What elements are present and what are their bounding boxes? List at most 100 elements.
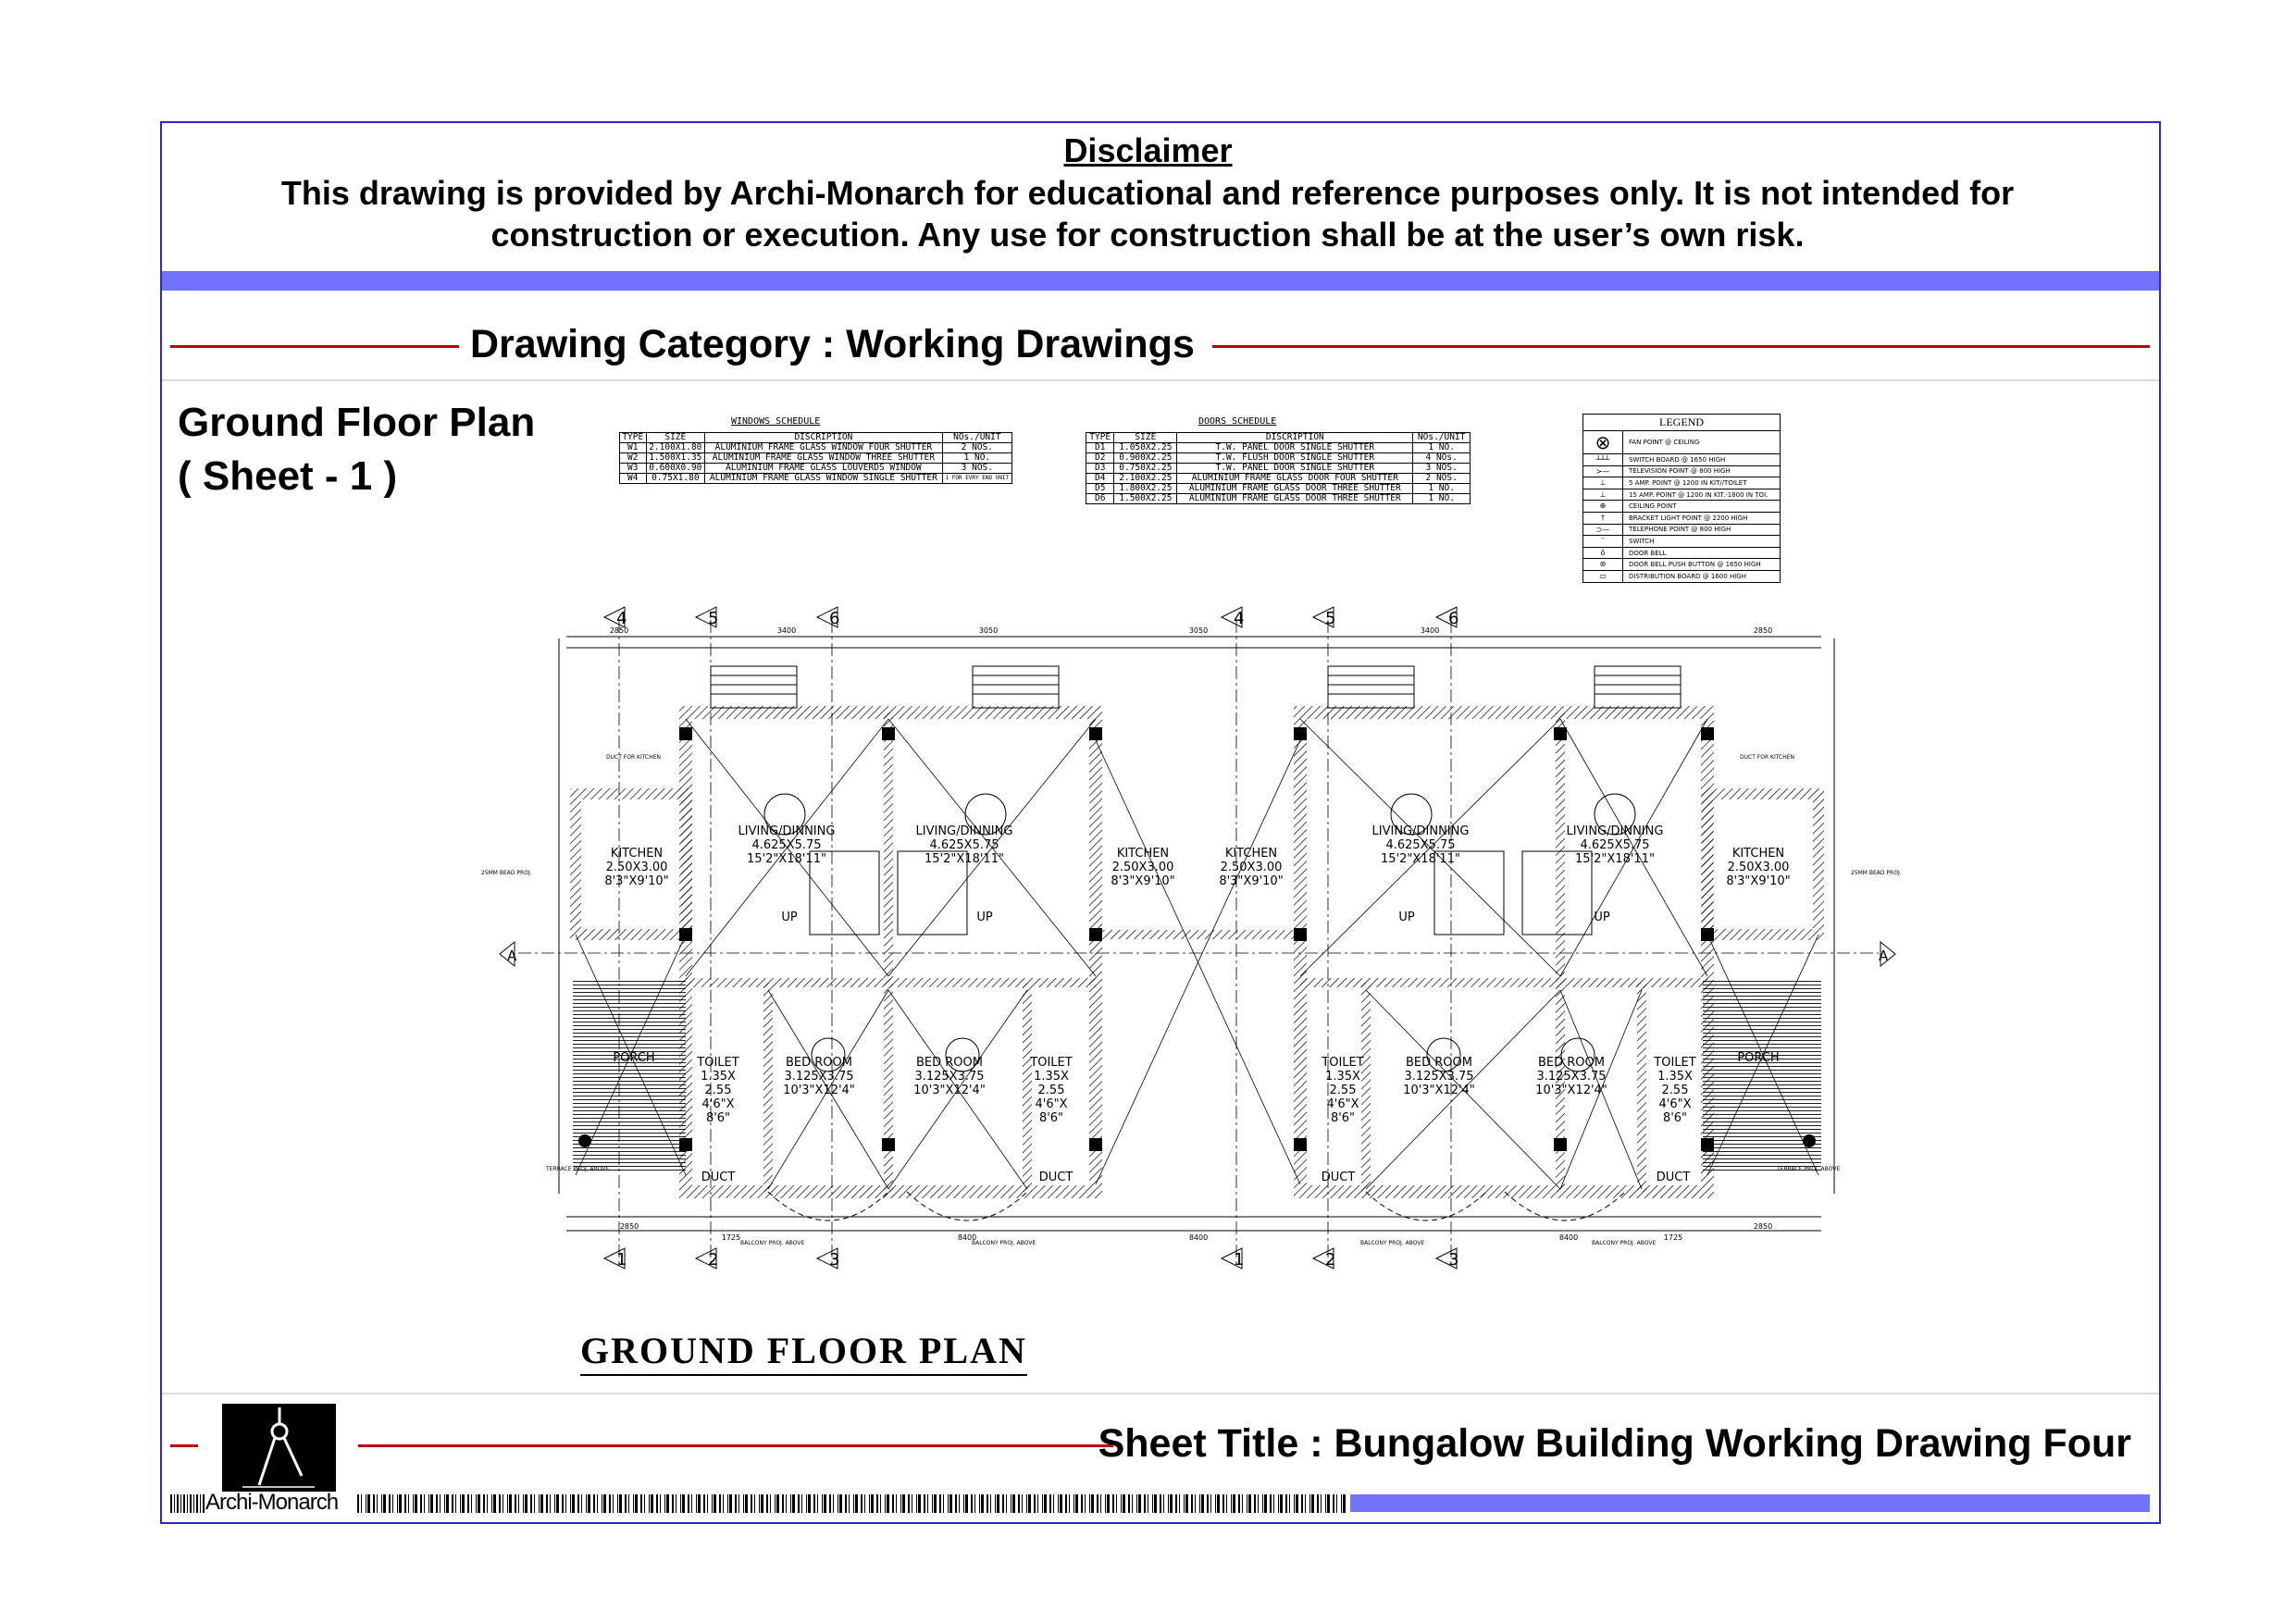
cell: D6	[1085, 493, 1115, 504]
stair-up-label: UP	[1594, 911, 1610, 924]
svg-text:1.35X: 1.35X	[1325, 1070, 1360, 1084]
svg-text:TOILET: TOILET	[1653, 1056, 1695, 1070]
section-marker-a: A	[499, 940, 517, 968]
svg-text:15'2"X18'11": 15'2"X18'11"	[1381, 852, 1460, 866]
svg-text:4'6"X: 4'6"X	[1658, 1097, 1691, 1111]
legend-title: LEGEND	[1583, 415, 1780, 431]
legend-row: ⊃—TELEPHONE POINT @ 800 HIGH	[1583, 524, 1780, 537]
svg-text:10'3"X12'4": 10'3"X12'4"	[913, 1084, 986, 1097]
dimension-label: 3050	[979, 626, 998, 635]
svg-text:8'3"X9'10": 8'3"X9'10"	[1726, 874, 1790, 888]
svg-text:TOILET: TOILET	[696, 1056, 738, 1070]
svg-text:4'6"X: 4'6"X	[701, 1097, 734, 1111]
svg-text:3: 3	[1448, 1250, 1458, 1270]
room-porch: PORCH	[613, 1051, 654, 1065]
svg-text:1.35X: 1.35X	[701, 1070, 736, 1084]
category-rule-left	[170, 345, 459, 348]
legend-label: TELEVISION POINT @ 800 HIGH	[1629, 467, 1731, 476]
sheet-title: Sheet Title : Bungalow Building Working …	[1098, 1421, 2131, 1466]
svg-text:15'2"X18'11": 15'2"X18'11"	[747, 852, 826, 866]
svg-text:8'3"X9'10": 8'3"X9'10"	[604, 874, 668, 888]
drawing-category: Drawing Category : Working Drawings	[470, 322, 1195, 366]
footer-rule	[358, 1444, 1113, 1447]
svg-text:4.625X5.75: 4.625X5.75	[1385, 838, 1455, 852]
compass-icon	[242, 1407, 315, 1488]
grid-marker: 5	[1311, 606, 1335, 628]
section-marker-a: A	[1879, 940, 1896, 968]
grid-marker: 2	[1311, 1247, 1335, 1270]
svg-text:3.125X3.75: 3.125X3.75	[1536, 1070, 1606, 1084]
socket-5a-icon: ⊥	[1583, 477, 1623, 489]
switch-icon: ′′	[1583, 536, 1623, 547]
svg-text:4'6"X: 4'6"X	[1035, 1097, 1067, 1111]
plan-title-main: Ground Floor Plan	[178, 400, 536, 445]
svg-text:BED ROOM: BED ROOM	[1538, 1056, 1605, 1070]
svg-text:3: 3	[829, 1250, 839, 1270]
svg-text:4.625X5.75: 4.625X5.75	[1580, 838, 1649, 852]
svg-text:KITCHEN: KITCHEN	[1117, 847, 1169, 861]
svg-text:2: 2	[1325, 1250, 1335, 1270]
television-icon: ≻—	[1583, 465, 1623, 477]
cell: ALUMINIUM FRAME GLASS DOOR THREE SHUTTER	[1176, 493, 1414, 504]
doors-schedule-caption: DOORS SCHEDULE	[1198, 416, 1277, 427]
svg-text:LIVING/DINNING: LIVING/DINNING	[916, 824, 1013, 838]
legend-label: DOOR BELL	[1629, 549, 1667, 557]
svg-text:LIVING/DINNING: LIVING/DINNING	[1567, 824, 1664, 838]
grid-marker: 3	[815, 1247, 839, 1270]
drawing-title: GROUND FLOOR PLAN	[580, 1329, 1027, 1376]
svg-text:8'3"X9'10": 8'3"X9'10"	[1219, 874, 1283, 888]
svg-text:2.55: 2.55	[705, 1084, 732, 1097]
svg-text:6: 6	[1448, 609, 1458, 628]
note-terrace: TERRACE PROJ. ABOVE	[545, 1166, 609, 1172]
electrical-legend: LEGEND ⊗FAN POINT @ CEILING ┴┴┴SWITCH BO…	[1582, 414, 1781, 583]
telephone-icon: ⊃—	[1583, 524, 1623, 536]
svg-text:1: 1	[1234, 1250, 1244, 1270]
switch-board-icon: ┴┴┴	[1583, 454, 1623, 465]
ceiling-point-icon: ⊕	[1583, 501, 1623, 512]
dimension-label: 8400	[1559, 1233, 1578, 1242]
room-duct: DUCT	[701, 1171, 736, 1184]
brand-name: Archi-Monarch	[205, 1490, 339, 1515]
note-balcony: BALCONY PROJ. ABOVE	[1360, 1240, 1424, 1246]
note-beam: 25MM BEAD PROJ.	[1851, 870, 1902, 876]
svg-text:A: A	[507, 948, 517, 964]
svg-text:4: 4	[616, 609, 627, 628]
category-rule-right	[1212, 345, 2150, 348]
dimension-label: 3050	[1189, 626, 1208, 635]
svg-text:3.125X3.75: 3.125X3.75	[914, 1070, 984, 1084]
svg-text:1.35X: 1.35X	[1657, 1070, 1693, 1084]
cell: 1 FOR EVRY END UNIT	[941, 473, 1013, 484]
dimension-label: 8400	[1189, 1233, 1208, 1242]
svg-text:KITCHEN: KITCHEN	[1225, 847, 1277, 861]
svg-text:2.50X3.00: 2.50X3.00	[1728, 861, 1790, 874]
dimension-label: 2850	[1754, 626, 1772, 635]
dimension-label: 8400	[958, 1233, 976, 1242]
dimension-label: 2850	[1754, 1222, 1772, 1231]
socket-15a-icon: ⊥	[1583, 489, 1623, 501]
legend-row: †BRACKET LIGHT POINT @ 2200 HIGH	[1583, 512, 1780, 525]
svg-text:8'6": 8'6"	[1331, 1111, 1355, 1125]
svg-text:10'3"X12'4": 10'3"X12'4"	[1535, 1084, 1607, 1097]
svg-text:15'2"X18'11": 15'2"X18'11"	[925, 852, 1004, 866]
legend-label: 5 AMP. POINT @ 1200 IN KIT//TOILET	[1629, 478, 1747, 487]
footer-divider	[162, 1393, 2159, 1394]
grid-marker: 3	[1434, 1247, 1458, 1270]
grid-marker: 6	[1434, 606, 1458, 628]
svg-text:A: A	[1879, 948, 1889, 964]
cell: W4	[619, 473, 647, 484]
svg-text:8'6": 8'6"	[1039, 1111, 1063, 1125]
stair-up-label: UP	[781, 911, 798, 924]
dimension-label: 1725	[722, 1233, 740, 1242]
